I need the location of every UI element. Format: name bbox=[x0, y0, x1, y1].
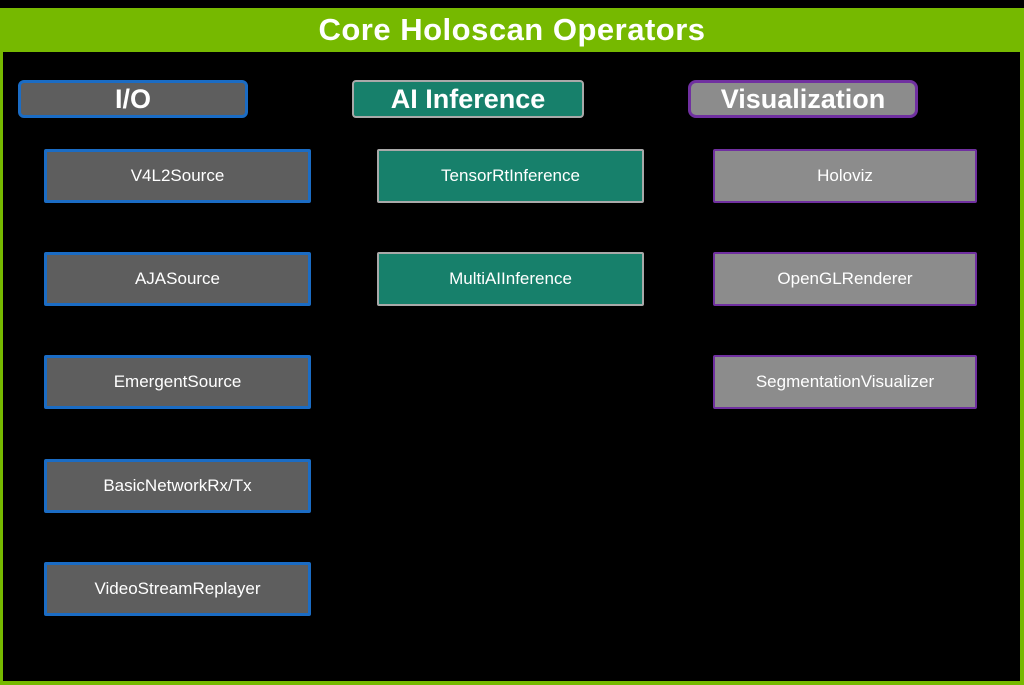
title-bar: Core Holoscan Operators bbox=[0, 8, 1024, 52]
column-header-io: I/O bbox=[18, 80, 248, 118]
operator-label: TensorRtInference bbox=[441, 166, 580, 185]
operator-box-ajasource: AJASource bbox=[44, 252, 311, 306]
operator-label: EmergentSource bbox=[113, 372, 242, 391]
operator-box-multiaiinference: MultiAIInference bbox=[377, 252, 644, 306]
operator-box-segmentationvisualizer: SegmentationVisualizer bbox=[713, 355, 977, 409]
column-header-visualization: Visualization bbox=[688, 80, 918, 118]
operator-label: Holoviz bbox=[817, 166, 873, 185]
operator-label: VideoStreamReplayer bbox=[94, 579, 261, 598]
operator-box-tensorrtinference: TensorRtInference bbox=[377, 149, 644, 203]
column-header-ai-inference: AI Inference bbox=[352, 80, 584, 118]
operator-box-holoviz: Holoviz bbox=[713, 149, 977, 203]
operator-label: MultiAIInference bbox=[449, 269, 572, 288]
column-header-visualization-label: Visualization bbox=[720, 83, 886, 114]
operator-box-basicnetworkrxtx: BasicNetworkRx/Tx bbox=[44, 459, 311, 513]
column-header-io-label: I/O bbox=[114, 83, 151, 114]
operator-label: BasicNetworkRx/Tx bbox=[103, 476, 252, 495]
column-header-ai-inference-label: AI Inference bbox=[390, 83, 546, 114]
operator-label: V4L2Source bbox=[130, 166, 225, 185]
operator-box-openglrenderer: OpenGLRenderer bbox=[713, 252, 977, 306]
operator-box-emergentsource: EmergentSource bbox=[44, 355, 311, 409]
operator-box-v4l2source: V4L2Source bbox=[44, 149, 311, 203]
diagram-title: Core Holoscan Operators bbox=[318, 12, 706, 47]
operator-label: OpenGLRenderer bbox=[777, 269, 913, 288]
operator-label: SegmentationVisualizer bbox=[755, 372, 935, 391]
operator-box-videostreamreplayer: VideoStreamReplayer bbox=[44, 562, 311, 616]
operator-label: AJASource bbox=[134, 269, 221, 288]
